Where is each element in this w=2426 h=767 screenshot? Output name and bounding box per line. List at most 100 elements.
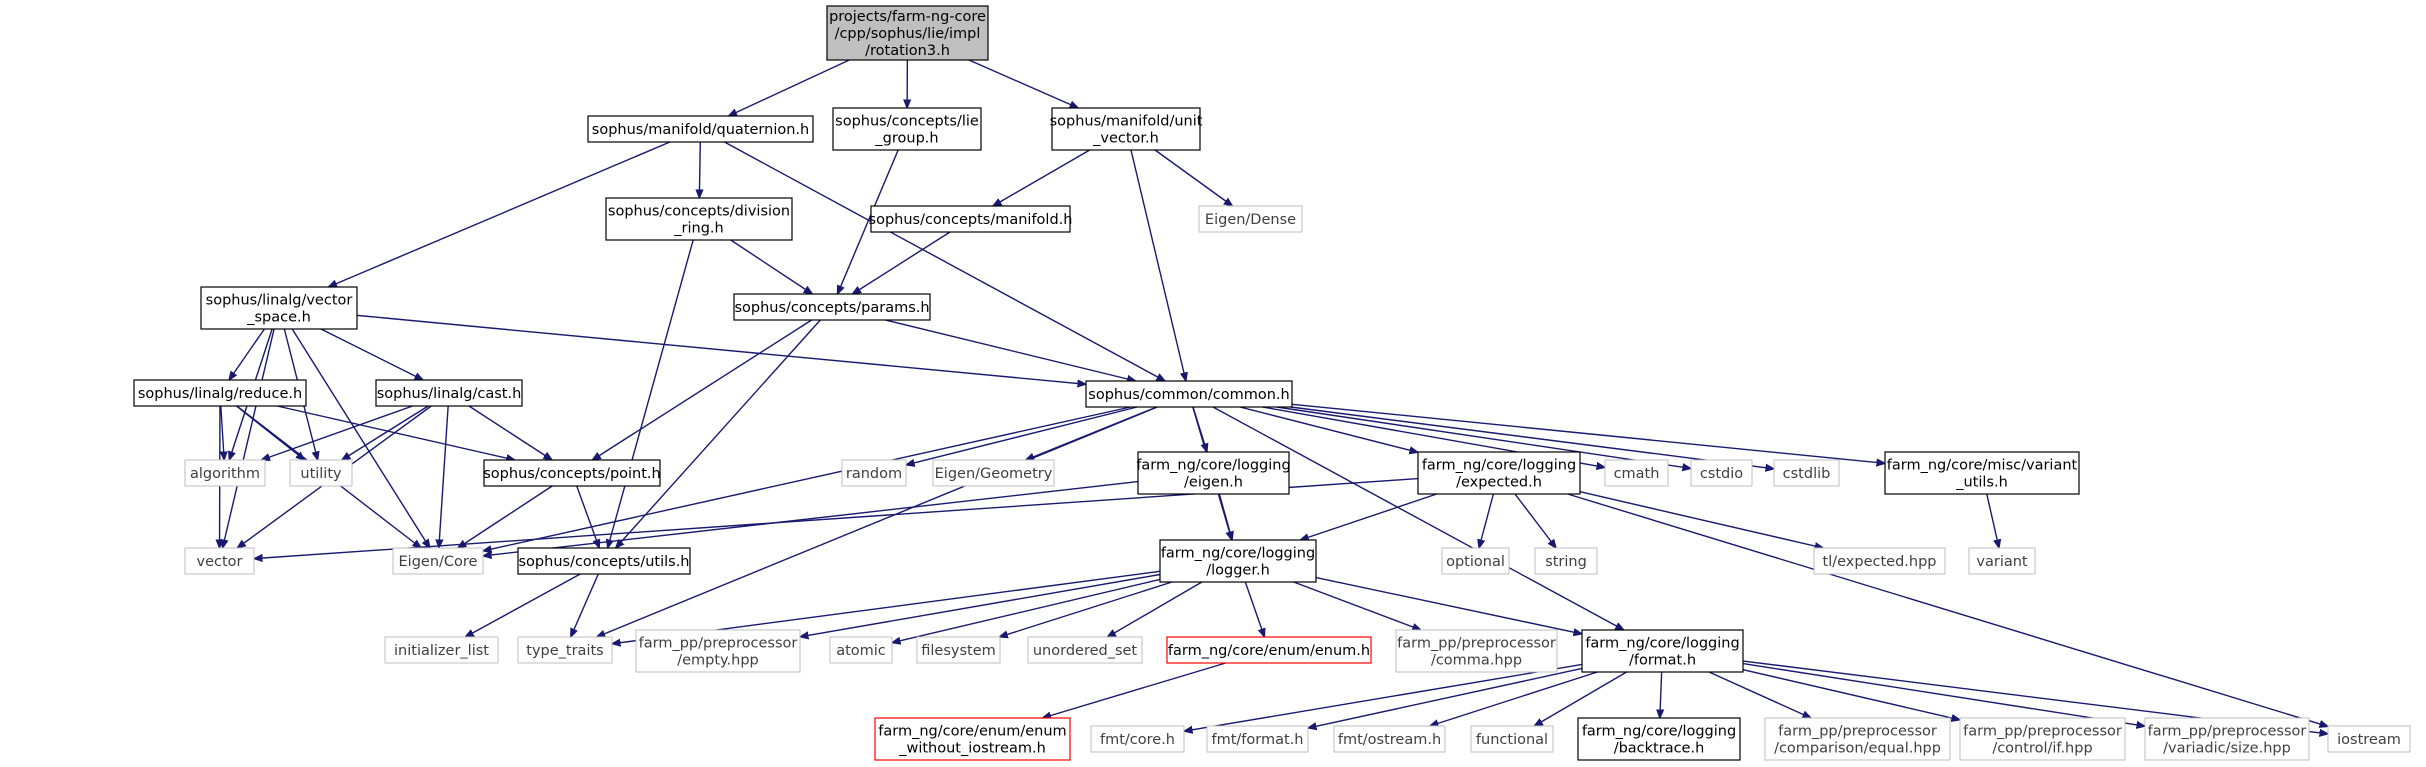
node-label: tl/expected.hpp	[1823, 554, 1937, 570]
edge-variant_utils-to-variant	[1986, 493, 1999, 548]
node-box	[1773, 459, 1840, 487]
node-enum-h[interactable]: farm_ng/core/enum/enum.h	[1166, 636, 1372, 664]
node-atomic[interactable]: atomic	[829, 636, 893, 664]
node-fmt-format[interactable]: fmt/format.h	[1206, 725, 1309, 753]
node-pp-size[interactable]: farm_pp/preprocessor/variadic/size.hpp	[2144, 717, 2310, 761]
node-label: sophus/concepts/params.h	[734, 300, 929, 316]
node-iostream[interactable]: iostream	[2327, 725, 2411, 753]
node-manifold[interactable]: sophus/concepts/manifold.h	[869, 205, 1073, 233]
node-logger[interactable]: farm_ng/core/logging/logger.h	[1159, 539, 1317, 583]
node-eigen-dense[interactable]: Eigen/Dense	[1198, 205, 1303, 233]
node-vector-space[interactable]: sophus/linalg/vector_space.h	[200, 286, 358, 330]
node-unordered-set[interactable]: unordered_set	[1027, 636, 1143, 664]
node-fmt-core[interactable]: fmt/core.h	[1090, 725, 1185, 753]
node-label: farm_ng/core/logging	[1422, 457, 1576, 473]
node-tl-expected[interactable]: tl/expected.hpp	[1813, 547, 1946, 575]
node-unit-vector[interactable]: sophus/manifold/unit_vector.h	[1050, 107, 1203, 151]
edge-common-to-cstdio	[1276, 406, 1691, 468]
edge-logger-to-atomic	[892, 578, 1161, 642]
node-vector[interactable]: vector	[184, 547, 255, 575]
node-box	[1884, 451, 2080, 495]
edge-cast-to-utility	[342, 405, 429, 460]
node-box	[605, 197, 793, 241]
edge-quaternion-to-common	[724, 141, 1165, 381]
node-cmath[interactable]: cmath	[1604, 459, 1669, 487]
node-box	[1577, 717, 1741, 761]
edge-logger-to-enum_h	[1244, 581, 1264, 637]
node-box	[635, 629, 801, 673]
edge-params-to-utils	[616, 319, 821, 548]
node-variant[interactable]: variant	[1968, 547, 2036, 575]
node-utility[interactable]: utility	[289, 459, 353, 487]
edge-common-to-eigen_core	[483, 406, 1131, 551]
edge-format-to-pp_equal	[1708, 671, 1811, 718]
edge-logger-to-format	[1315, 576, 1582, 634]
node-optional[interactable]: optional	[1441, 547, 1510, 575]
node-pp-equal[interactable]: farm_pp/preprocessor/comparison/equal.hp…	[1764, 717, 1951, 761]
node-string[interactable]: string	[1534, 547, 1598, 575]
node-label: /logger.h	[1206, 562, 1270, 578]
edge-manifold-to-params	[852, 231, 951, 294]
node-box	[2144, 717, 2310, 761]
node-label: farm_pp/preprocessor	[1397, 635, 1556, 651]
node-backtrace[interactable]: farm_ng/core/logging/backtrace.h	[1577, 717, 1741, 761]
edge-format-to-fmt_core	[1184, 663, 1583, 731]
node-params[interactable]: sophus/concepts/params.h	[733, 293, 931, 321]
node-cstdlib[interactable]: cstdlib	[1773, 459, 1840, 487]
node-utils[interactable]: sophus/concepts/utils.h	[517, 547, 691, 575]
node-label: sophus/linalg/cast.h	[377, 386, 522, 402]
node-cstdio[interactable]: cstdio	[1690, 459, 1753, 487]
edge-logger-to-pp_comma	[1293, 581, 1421, 630]
node-division-ring[interactable]: sophus/concepts/division_ring.h	[605, 197, 793, 241]
node-label: farm_ng/core/enum/enum	[878, 723, 1066, 739]
node-label: optional	[1446, 554, 1505, 570]
node-quaternion[interactable]: sophus/manifold/quaternion.h	[587, 115, 814, 143]
node-pp-empty[interactable]: farm_pp/preprocessor/empty.hpp	[635, 629, 801, 673]
node-random[interactable]: random	[841, 459, 907, 487]
node-common[interactable]: sophus/common/common.h	[1085, 380, 1293, 408]
node-label: farm_pp/preprocessor	[2148, 723, 2307, 739]
node-label: /eigen.h	[1184, 474, 1243, 490]
node-functional[interactable]: functional	[1470, 725, 1554, 753]
node-label: cmath	[1614, 466, 1660, 482]
node-algorithm[interactable]: algorithm	[184, 459, 266, 487]
node-filesystem[interactable]: filesystem	[916, 636, 1001, 664]
node-lie-group[interactable]: sophus/concepts/lie_group.h	[832, 107, 982, 151]
node-label: random	[846, 466, 902, 482]
edge-root-to-quaternion	[729, 59, 850, 116]
node-enum-without-iostream[interactable]: farm_ng/core/enum/enum_without_iostream.…	[874, 717, 1071, 761]
node-reduce[interactable]: sophus/linalg/reduce.h	[133, 379, 307, 407]
node-expected[interactable]: farm_ng/core/logging/expected.h	[1417, 451, 1581, 495]
node-format[interactable]: farm_ng/core/logging/format.h	[1581, 629, 1744, 673]
edge-utils-to-initializer_list	[465, 573, 581, 637]
edge-expected-to-string	[1514, 493, 1556, 548]
node-type-traits[interactable]: type_traits	[517, 636, 613, 664]
edge-point-to-eigen_core	[458, 485, 553, 548]
node-logging-eigen[interactable]: farm_ng/core/logging/eigen.h	[1136, 451, 1291, 495]
node-label: /variadic/size.hpp	[2163, 740, 2291, 756]
node-box	[1441, 547, 1510, 575]
edge-common-to-random	[906, 406, 1138, 465]
node-cast[interactable]: sophus/linalg/cast.h	[375, 379, 523, 407]
node-label: sophus/concepts/manifold.h	[869, 212, 1073, 228]
node-point[interactable]: sophus/concepts/point.h	[483, 459, 661, 487]
edge-logger-to-filesystem	[999, 581, 1173, 637]
node-variant-utils[interactable]: farm_ng/core/misc/variant_utils.h	[1884, 451, 2080, 495]
node-fmt-ostream[interactable]: fmt/ostream.h	[1333, 725, 1446, 753]
edge-cast-to-eigen_core	[439, 405, 449, 548]
node-label: _vector.h	[1092, 130, 1159, 146]
node-label: sophus/concepts/point.h	[483, 466, 660, 482]
edge-expected-to-tl_expected	[1579, 491, 1823, 548]
edge-format-to-fmt_format	[1308, 667, 1583, 728]
nodes-layer: projects/farm-ng-core/cpp/sophus/lie/imp…	[133, 5, 2411, 761]
node-eigen-geometry[interactable]: Eigen/Geometry	[932, 459, 1055, 487]
node-initializer-list[interactable]: initializer_list	[384, 636, 499, 664]
node-root[interactable]: projects/farm-ng-core/cpp/sophus/lie/imp…	[826, 5, 989, 61]
edge-format-to-pp_size	[1742, 662, 2145, 727]
node-pp-comma[interactable]: farm_pp/preprocessor/comma.hpp	[1395, 629, 1558, 673]
node-box	[1534, 547, 1598, 575]
node-pp-if[interactable]: farm_pp/preprocessor/control/if.hpp	[1959, 717, 2126, 761]
node-label: algorithm	[190, 466, 260, 482]
node-box	[1198, 205, 1303, 233]
node-eigen-core[interactable]: Eigen/Core	[392, 547, 484, 575]
